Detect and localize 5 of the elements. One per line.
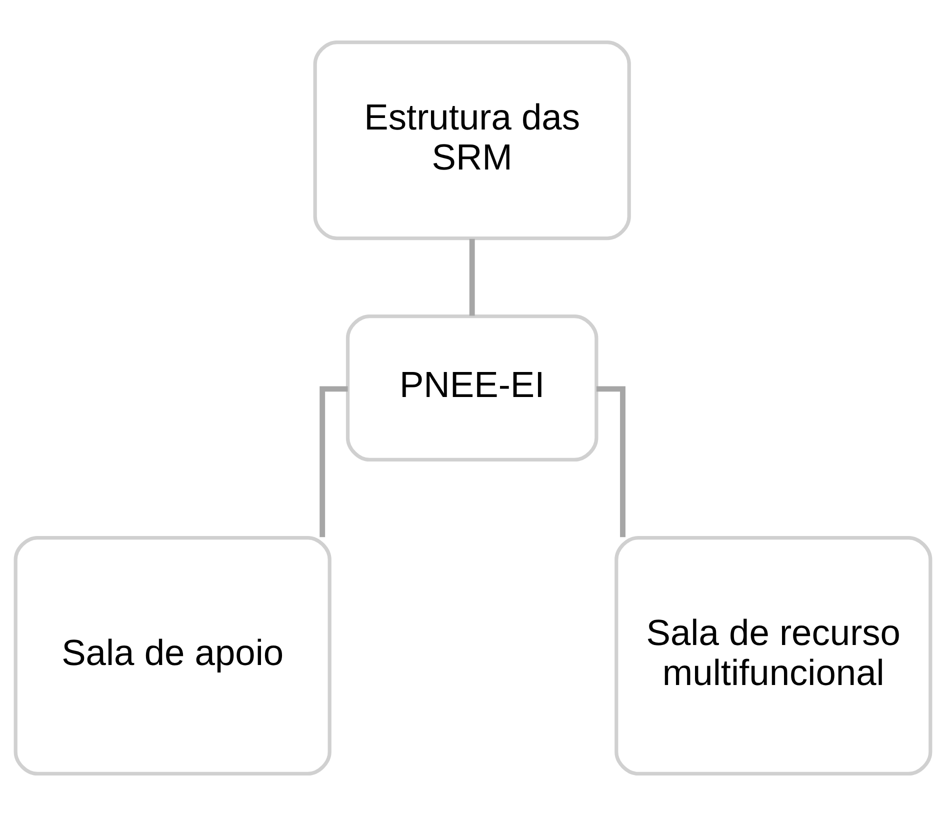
node-box: Estrutura das SRM <box>313 40 631 240</box>
node-box: Sala de apoio <box>14 536 332 776</box>
connector <box>469 238 475 316</box>
node-box: PNEE-EI <box>346 314 598 462</box>
node-box: Sala de recurso multifuncional <box>614 536 932 776</box>
